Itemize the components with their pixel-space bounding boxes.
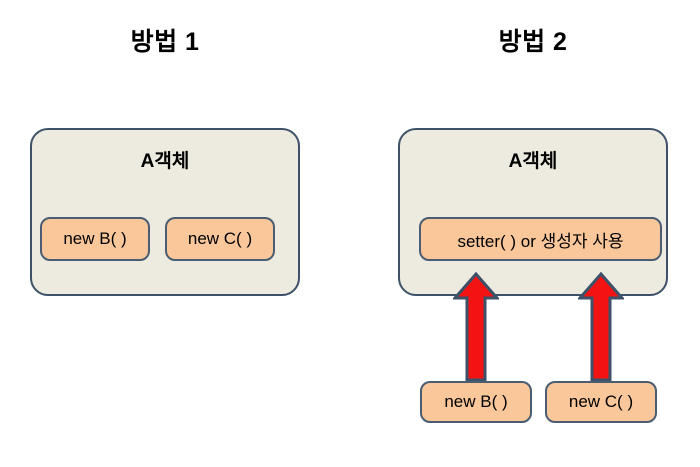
object-title-left: A객체	[140, 151, 190, 172]
column-title-method-1: 방법 1	[130, 28, 200, 56]
box-setter-or-constructor: setter( ) or 생성자 사용	[419, 217, 662, 261]
object-container-left: A객체 new B( ) new C( )	[30, 128, 300, 296]
column-title-method-2: 방법 2	[498, 28, 568, 56]
up-arrow-icon-from-new-b	[453, 272, 499, 382]
box-new-c-inside-left: new C( )	[165, 217, 275, 261]
object-title-right: A객체	[508, 151, 558, 172]
object-container-right: A객체 setter( ) or 생성자 사용	[398, 128, 668, 296]
up-arrow-icon-from-new-c	[578, 272, 624, 382]
box-new-b-external: new B( )	[420, 381, 532, 423]
box-new-c-external: new C( )	[545, 381, 657, 423]
box-new-b-inside-left: new B( )	[40, 217, 150, 261]
